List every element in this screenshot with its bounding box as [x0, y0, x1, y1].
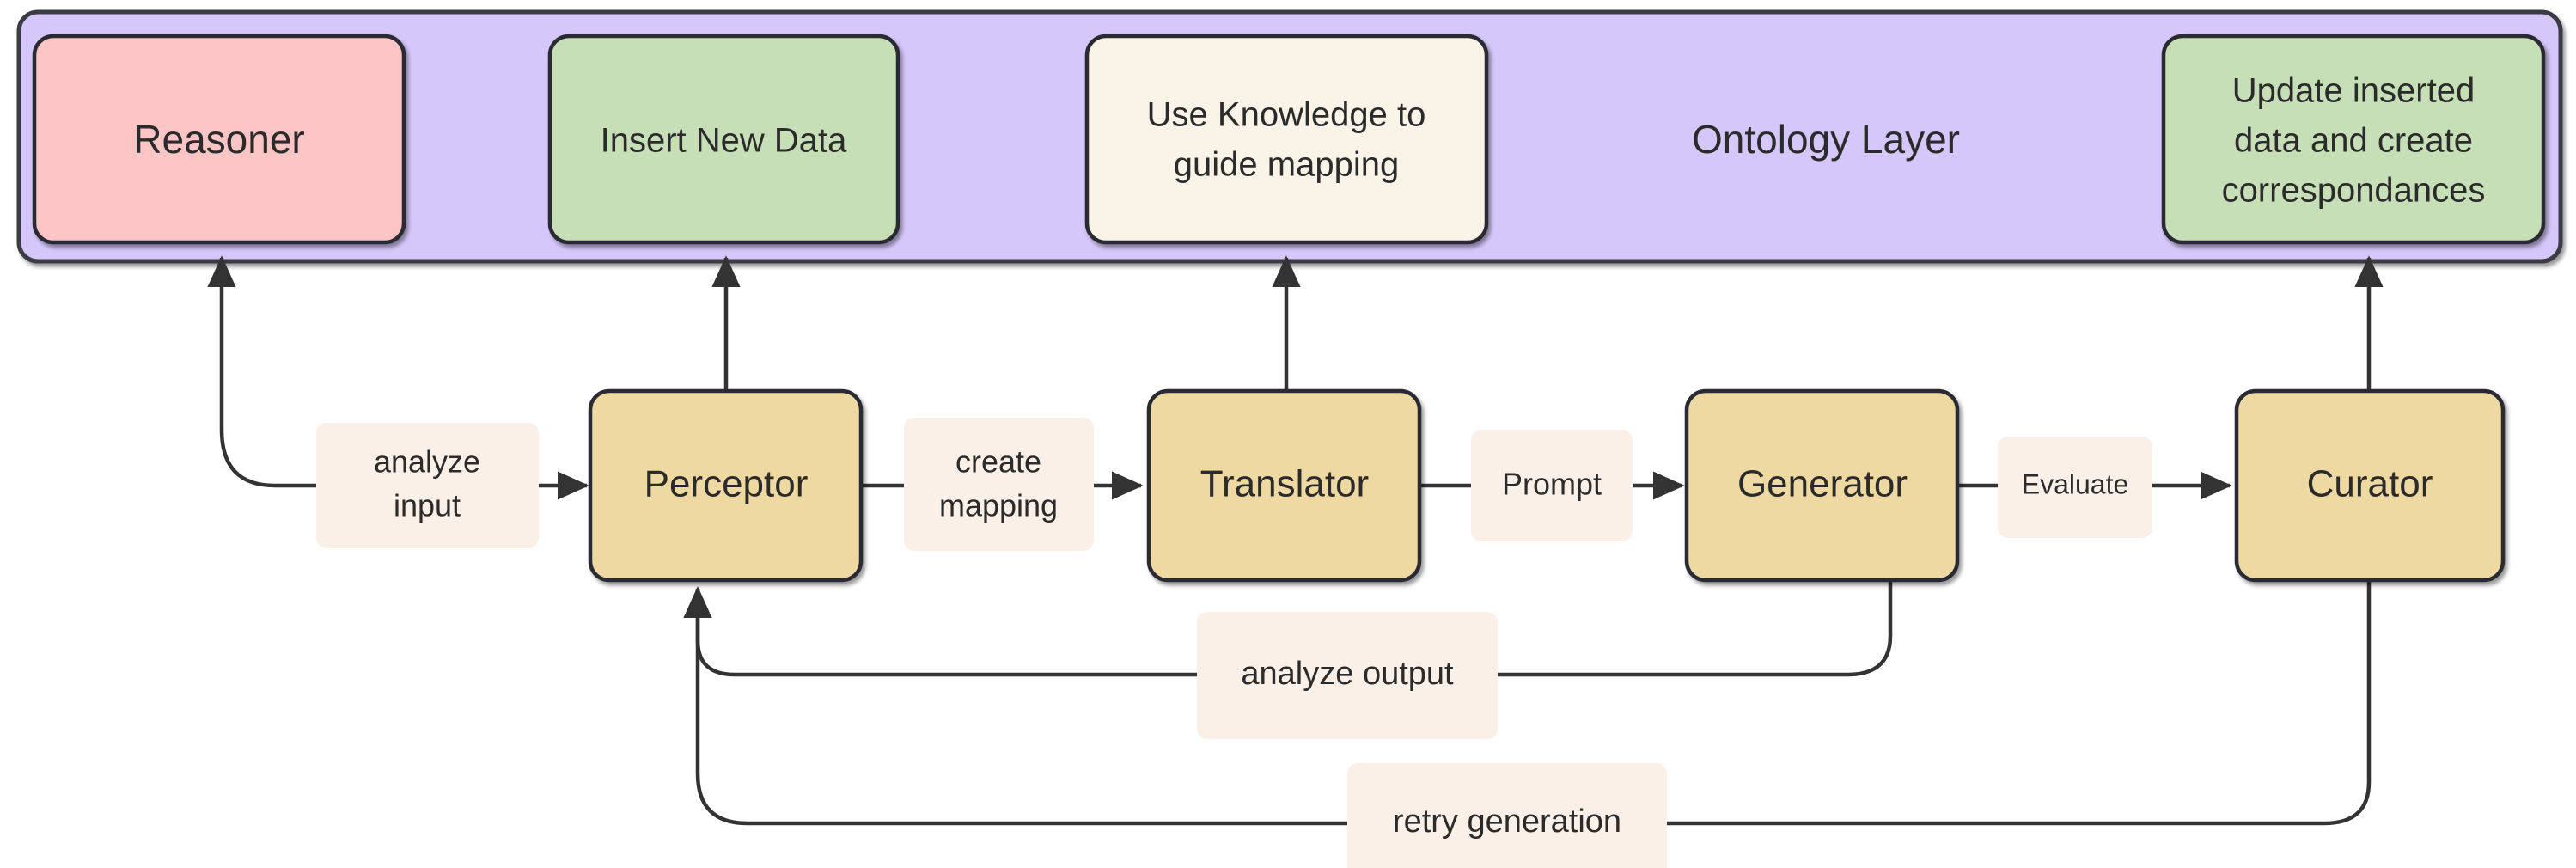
node-reasoner[interactable]: Reasoner [32, 34, 406, 245]
node-generator[interactable]: Generator [1684, 388, 1960, 583]
use-knowledge-box [1084, 34, 1489, 245]
update-inserted-data-label-line-2: data and create [2234, 122, 2473, 160]
node-translator[interactable]: Translator [1146, 388, 1422, 583]
edge-label-prompt: Prompt [1471, 430, 1633, 541]
node-use-knowledge-to-guide-mapping[interactable]: Use Knowledge to guide mapping [1084, 34, 1489, 245]
ontology-layer-label: Ontology Layer [1692, 117, 1960, 162]
node-curator[interactable]: Curator [2234, 388, 2506, 583]
update-inserted-data-label-line-3: correspondances [2222, 172, 2486, 210]
edge-generator-to-perceptor-analyze-output [683, 580, 1893, 677]
perceptor-box [588, 388, 864, 583]
update-inserted-data-label-line-1: Update inserted [2232, 72, 2475, 110]
edge-curator-to-perceptor-retry-generation [683, 580, 2372, 826]
node-perceptor[interactable]: Perceptor [588, 388, 864, 583]
perceptor-label: Perceptor [644, 463, 809, 505]
evaluate-label: Evaluate [2022, 468, 2129, 499]
insert-new-data-box [547, 34, 900, 245]
edge-label-retry-generation: retry generation [1347, 763, 1667, 868]
curator-label: Curator [2307, 463, 2433, 505]
node-update-inserted-data[interactable]: Update inserted data and create correspo… [2161, 34, 2546, 245]
use-knowledge-label-line-1: Use Knowledge to [1147, 96, 1426, 134]
retry-generation-label: retry generation [1393, 804, 1621, 840]
edge-label-analyze-input: analyze input [316, 423, 539, 548]
analyze-output-chip [1197, 612, 1498, 739]
translator-box [1146, 388, 1422, 583]
generator-label: Generator [1737, 463, 1908, 505]
prompt-label: Prompt [1502, 467, 1602, 502]
edge-label-create-mapping: create mapping [904, 418, 1094, 551]
reasoner-box [32, 34, 406, 245]
create-mapping-line-2: mapping [939, 488, 1058, 523]
analyze-input-line-2: input [394, 488, 461, 523]
create-mapping-chip [904, 418, 1094, 551]
curator-box [2234, 388, 2506, 583]
edge-analyze-input-to-reasoner [207, 255, 316, 488]
create-mapping-line-1: create [955, 444, 1041, 480]
edge-label-evaluate: Evaluate [1998, 437, 2152, 538]
prompt-chip [1471, 430, 1633, 541]
translator-label: Translator [1200, 463, 1369, 505]
analyze-input-chip [316, 423, 539, 548]
use-knowledge-label-line-2: guide mapping [1174, 146, 1399, 184]
node-insert-new-data[interactable]: Insert New Data [547, 34, 900, 245]
update-inserted-data-box [2161, 34, 2546, 245]
generator-box [1684, 388, 1960, 583]
insert-new-data-label: Insert New Data [601, 122, 848, 160]
retry-generation-chip [1347, 763, 1667, 868]
analyze-output-label: analyze output [1241, 656, 1454, 692]
analyze-input-line-1: analyze [374, 444, 480, 480]
evaluate-chip [1998, 437, 2152, 538]
reasoner-label: Reasoner [133, 117, 304, 162]
edge-label-analyze-output: analyze output [1197, 612, 1498, 739]
